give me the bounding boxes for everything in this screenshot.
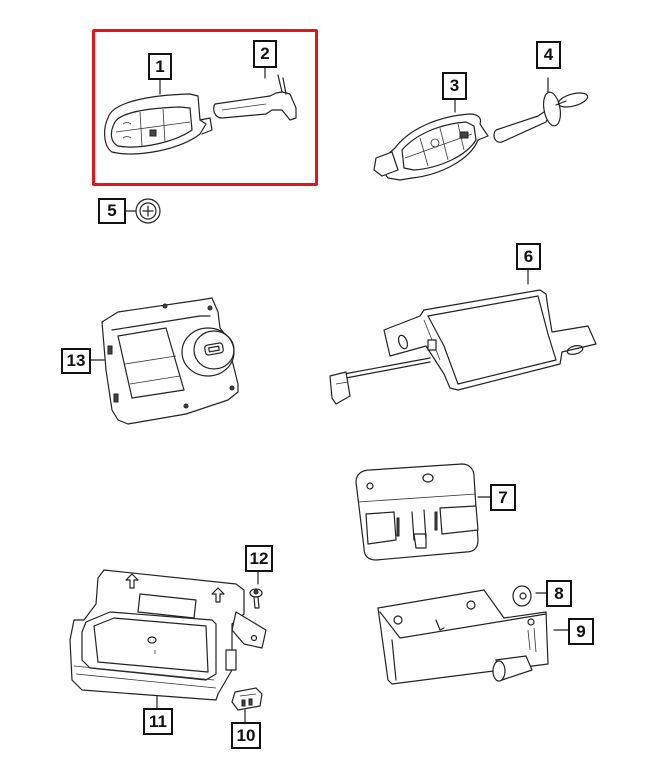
callout-10[interactable]: 10 — [231, 722, 261, 749]
part-7-bracket[interactable] — [355, 463, 491, 561]
part-2-key-blade[interactable] — [213, 67, 297, 121]
part-11-control-module[interactable] — [69, 569, 267, 709]
part-13-ignition-module[interactable] — [89, 297, 239, 425]
callout-1[interactable]: 1 — [148, 53, 172, 80]
part-6-receiver-module[interactable] — [329, 269, 597, 405]
part-5-battery[interactable] — [125, 198, 161, 224]
callout-4[interactable]: 4 — [536, 41, 561, 69]
callout-11[interactable]: 11 — [143, 708, 173, 735]
callout-6[interactable]: 6 — [516, 243, 541, 270]
callout-7[interactable]: 7 — [490, 484, 516, 511]
part-10-connector-clip[interactable] — [231, 687, 263, 723]
part-1-key-fob[interactable] — [104, 79, 213, 155]
callout-2[interactable]: 2 — [253, 40, 277, 68]
part-12-screw[interactable] — [249, 571, 263, 609]
callout-12[interactable]: 12 — [245, 545, 273, 572]
part-9-antenna-bracket[interactable] — [377, 589, 569, 685]
callout-3[interactable]: 3 — [442, 72, 467, 100]
part-4-key-blade-ring[interactable] — [493, 77, 589, 143]
part-3-fobik-key[interactable] — [373, 99, 489, 181]
highlight-box-selected-parts — [92, 29, 318, 186]
callout-5[interactable]: 5 — [98, 198, 126, 224]
callout-8[interactable]: 8 — [546, 580, 572, 607]
callout-9[interactable]: 9 — [568, 618, 594, 645]
callout-13[interactable]: 13 — [61, 348, 91, 374]
part-8-push-pin[interactable] — [512, 585, 547, 607]
